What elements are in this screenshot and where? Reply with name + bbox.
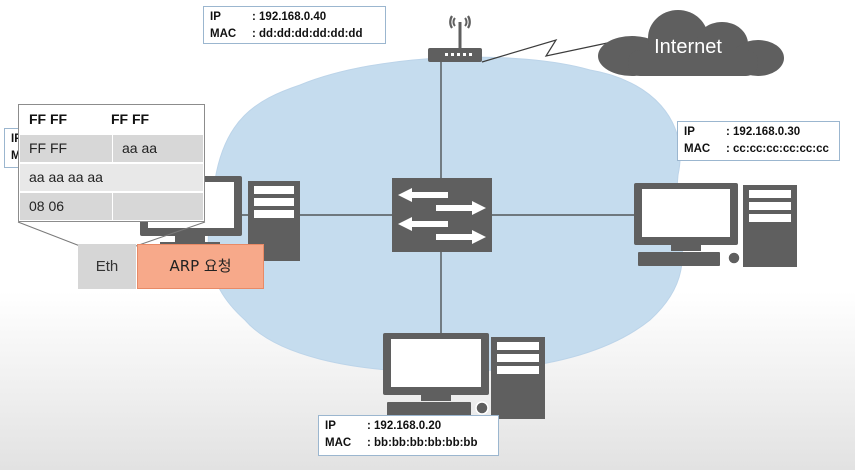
frame-cell: aa aa [112,135,203,162]
cloud-icon [598,10,784,76]
packet-arp-request: ARP 요청 [137,244,264,289]
packet-eth-header: Eth [78,244,136,289]
arp-frame-table: FF FF FF FF FF FF aa aa aa aa aa aa 08 0… [18,104,205,222]
frame-cell: FF FF [29,140,68,156]
frame-cell: aa aa aa aa [29,169,103,185]
ip-key: IP [684,126,695,138]
pc-right-ip: : 192.168.0.30 [726,126,801,138]
switch-icon [392,178,492,252]
router-icon [428,15,482,62]
computer-bottom-icon [383,333,545,419]
mac-key: MAC [325,437,352,449]
wan-link-icon [481,38,613,63]
ip-key: IP [11,133,22,145]
router-ip: : 192.168.0.40 [252,11,327,23]
pc-right-info-box: IP : 192.168.0.30 MAC : cc:cc:cc:cc:cc:cc [677,121,840,161]
ip-key: IP [210,11,221,23]
frame-cell: FF FF [29,111,68,127]
router-info-box: IP : 192.168.0.40 MAC : dd:dd:dd:dd:dd:dd [203,6,386,44]
internet-label: Internet [654,36,722,58]
ip-key: IP [325,420,336,432]
mac-key: MAC [210,28,237,40]
mac-key: MAC [684,143,711,155]
frame-row: FF FF FF FF [20,106,203,133]
callout-lines [17,221,206,247]
pc-bottom-ip: : 192.168.0.20 [367,420,442,432]
frame-row: 08 06 [20,193,203,220]
frame-cell [112,193,203,220]
frame-cell: FF FF [111,111,150,127]
pc-right-mac: : cc:cc:cc:cc:cc:cc [726,143,829,155]
pc-bottom-info-box: IP : 192.168.0.20 MAC : bb:bb:bb:bb:bb:bb [318,415,499,456]
frame-row: FF FF aa aa [20,135,203,162]
router-mac: : dd:dd:dd:dd:dd:dd [252,28,363,40]
frame-cell: 08 06 [29,198,65,214]
computer-right-icon [634,183,797,267]
pc-bottom-mac: : bb:bb:bb:bb:bb:bb [367,437,478,449]
frame-row: aa aa aa aa [20,164,203,191]
